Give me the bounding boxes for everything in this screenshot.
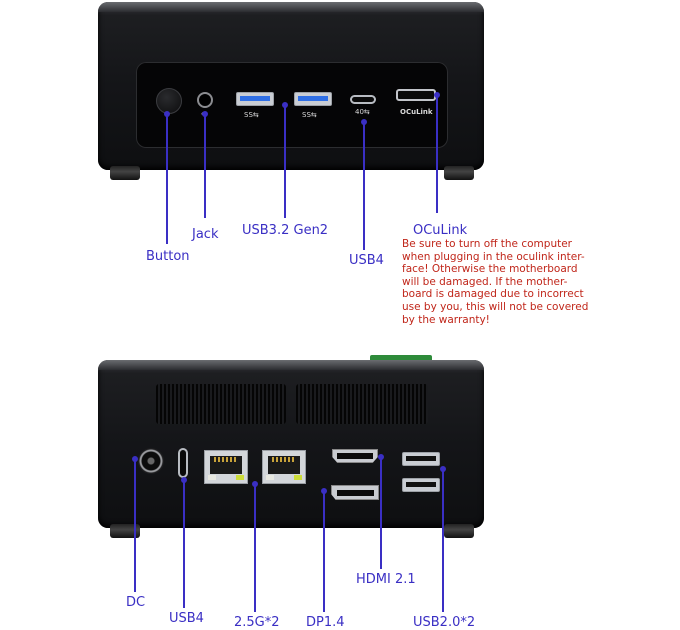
leader-line xyxy=(204,114,206,218)
label-jack: Jack xyxy=(192,227,219,242)
audio-jack-port xyxy=(197,92,213,108)
leader-line xyxy=(134,459,136,592)
leader-line xyxy=(380,457,382,569)
usb4-port-front xyxy=(350,95,376,104)
hdmi-port xyxy=(332,449,378,463)
leader-line xyxy=(284,105,286,218)
label-oculink: OCuLink xyxy=(413,223,468,238)
usb-symbol-icon: SS⇆ xyxy=(302,111,317,119)
device-foot xyxy=(444,524,474,538)
label-usb4-front: USB4 xyxy=(349,253,384,268)
warning-line: by the warranty! xyxy=(402,313,490,326)
warning-line: when plugging in the oculink inter- xyxy=(402,250,585,263)
leader-line xyxy=(183,480,185,608)
label-usb20x2: USB2.0*2 xyxy=(413,615,476,630)
label-dp14: DP1.4 xyxy=(306,615,345,630)
device-top-edge xyxy=(98,360,484,370)
leader-line xyxy=(442,469,444,612)
usb4-port-rear xyxy=(178,448,188,478)
leader-line xyxy=(254,484,256,612)
usb2-port-2 xyxy=(402,478,440,492)
leader-line xyxy=(166,114,168,244)
label-button: Button xyxy=(146,249,190,264)
device-foot xyxy=(110,166,140,180)
device-top-edge xyxy=(98,2,484,12)
leader-line xyxy=(323,491,325,612)
warning-line: Be sure to turn off the computer xyxy=(402,238,572,250)
oculink-port xyxy=(396,89,436,101)
device-foot xyxy=(444,166,474,180)
label-usb32-gen2: USB3.2 Gen2 xyxy=(242,223,329,238)
lan-port-2 xyxy=(262,450,306,484)
power-button[interactable] xyxy=(156,88,182,114)
device-foot xyxy=(110,524,140,538)
label-lan-2-5g: 2.5G*2 xyxy=(234,615,280,630)
usb-symbol-icon: SS⇆ xyxy=(244,111,259,119)
front-port-panel xyxy=(136,62,448,148)
warning-line: board is damaged due to incorrect xyxy=(402,288,584,301)
dc-power-port xyxy=(138,448,164,474)
leader-line xyxy=(363,122,365,250)
usb3-port-1 xyxy=(236,92,274,106)
vent-grille-left xyxy=(156,384,286,424)
usb3-port-2 xyxy=(294,92,332,106)
label-usb4-rear: USB4 xyxy=(169,611,204,626)
vent-grille-right xyxy=(296,384,428,424)
oculink-mark: OCuLink xyxy=(400,108,433,116)
green-tab xyxy=(370,355,432,361)
label-hdmi21: HDMI 2.1 xyxy=(356,572,416,587)
displayport-port xyxy=(331,485,379,500)
warning-line: face! Otherwise the motherboard xyxy=(402,263,578,276)
label-dc: DC xyxy=(126,595,146,610)
oculink-warning: Be sure to turn off the computer when pl… xyxy=(402,238,602,326)
warning-line: use by you, this will not be covered xyxy=(402,300,589,313)
leader-line xyxy=(436,95,438,213)
usb4-symbol: 40⇆ xyxy=(355,108,370,116)
warning-line: will be damaged. If the mother- xyxy=(402,275,568,288)
lan-port-1 xyxy=(204,450,248,484)
usb2-port-1 xyxy=(402,452,440,466)
